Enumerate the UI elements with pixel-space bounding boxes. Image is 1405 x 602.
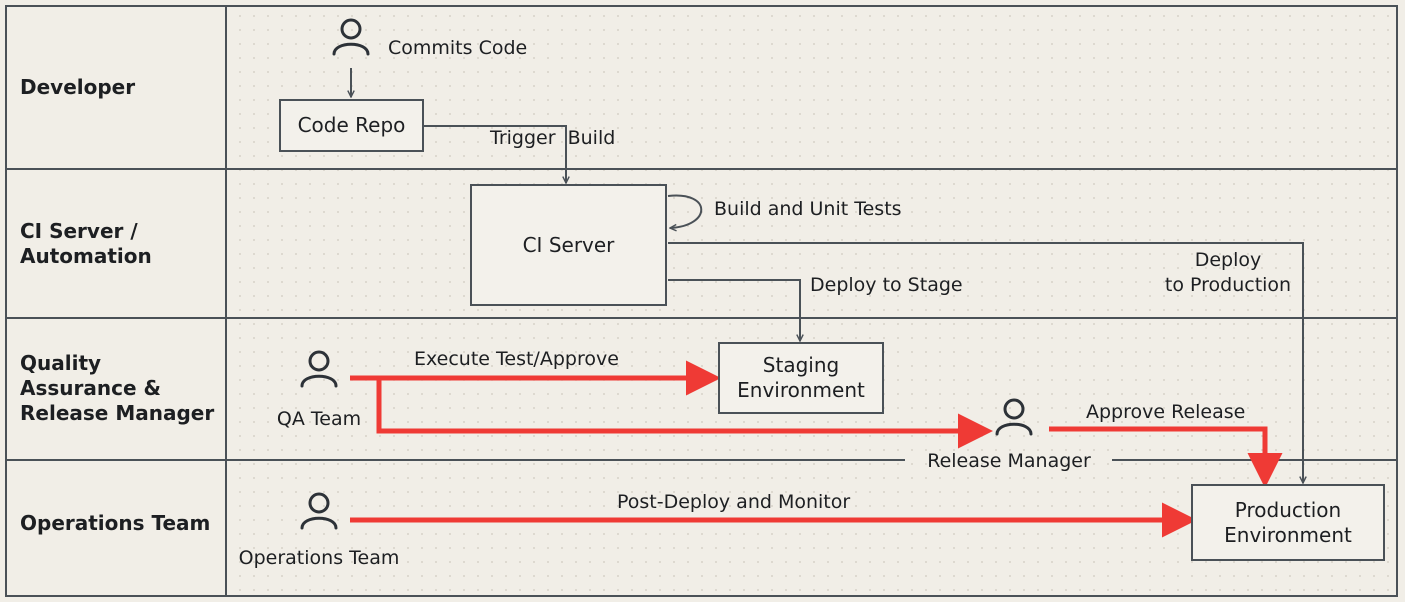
lane-frame	[5, 5, 1398, 597]
edge-label-trigger-build: Trigger Build	[490, 127, 616, 149]
qa-team-label: QA Team	[276, 408, 362, 430]
edge-trigger-build	[423, 125, 566, 183]
edge-build-tests-loop	[667, 194, 703, 228]
edge-deploy-production	[668, 242, 1303, 483]
operations-team-label: Operations Team	[238, 547, 400, 569]
node-staging-environment: Staging Environment	[718, 342, 884, 414]
node-ci-server: CI Server	[470, 184, 667, 306]
lane-label-operations: Operations Team	[20, 511, 211, 535]
edge-approve-release	[1049, 426, 1283, 488]
edge-deploy-stage	[668, 279, 800, 341]
lane-label-ci-server: CI Server / Automation	[20, 219, 152, 268]
edge-label-deploy-stage: Deploy to Stage	[810, 274, 963, 296]
edge-label-approve-release: Approve Release	[1086, 401, 1246, 423]
developer-action-label: Commits Code	[388, 37, 528, 59]
release-manager-label: Release Manager	[927, 450, 1091, 472]
lane-label-developer: Developer	[20, 75, 136, 99]
edge-label-deploy-production: Deploy to Production	[1164, 249, 1292, 296]
lane-label-qa-release: Quality Assurance & Release Manager	[20, 351, 215, 425]
edge-label-post-deploy: Post-Deploy and Monitor	[617, 491, 851, 513]
edge-qa-to-release-manager	[376, 378, 993, 449]
node-code-repo: Code Repo	[279, 99, 424, 152]
node-production-environment: Production Environment	[1191, 484, 1385, 561]
edge-label-execute-test: Execute Test/Approve	[414, 348, 619, 370]
edge-label-build-tests: Build and Unit Tests	[714, 198, 902, 220]
